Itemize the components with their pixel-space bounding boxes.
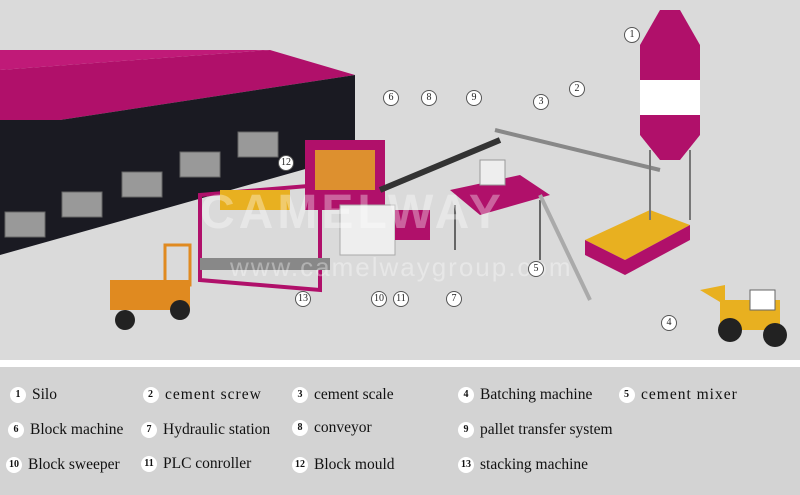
legend-item: 7 Hydraulic station [141,421,270,439]
callout-7: 7 [446,291,462,307]
callout-10: 10 [371,291,387,307]
wheel-loader [700,285,787,347]
legend-item: 1 Silo [10,386,57,404]
legend-number: 13 [458,457,474,473]
legend-item: 10 Block sweeper [6,456,120,474]
legend-number: 12 [292,457,308,473]
legend-label: cement screw [165,386,262,403]
callout-12: 12 [278,155,294,171]
callout-4: 4 [661,315,677,331]
legend-item: 12 Block mould [292,456,395,474]
legend-label: pallet transfer system [480,421,613,438]
forklift [110,243,192,330]
watermark-url: www.camelwaygroup.com [230,252,573,282]
callout-3: 3 [533,94,549,110]
legend-number: 7 [141,422,157,438]
production-line-illustration: CAMELWAY www.camelwaygroup.com 1 2 3 4 5… [0,0,800,360]
legend-number: 2 [143,387,159,403]
cement-mixer [450,159,550,260]
cement-screw [494,128,661,172]
legend: 1 Silo 2 cement screw 3 cement scale 4 Batch… [0,367,800,495]
legend-item: 5 cement mixer [619,386,738,404]
legend-label: Silo [32,386,57,403]
legend-number: 3 [292,387,308,403]
legend-label: Hydraulic station [163,421,271,438]
legend-item: 6 Block machine [8,421,123,439]
legend-number: 6 [8,422,24,438]
legend-label: stacking machine [480,456,589,473]
batching-machine [538,194,690,301]
callout-13: 13 [295,291,311,307]
watermark-brand: CAMELWAY [200,186,505,239]
legend-item: 13 stacking machine [458,456,588,474]
silo [640,10,700,220]
legend-label: Batching machine [480,386,593,403]
legend-item: 11 PLC conroller [141,455,251,473]
block-pallets [4,131,279,238]
callout-8: 8 [421,90,437,106]
legend-item: 2 cement screw [143,386,262,404]
conveyor [378,137,502,193]
legend-label: Block sweeper [28,456,120,473]
legend-number: 10 [6,457,22,473]
legend-label: PLC conroller [163,455,252,472]
legend-number: 5 [619,387,635,403]
block-machine [305,140,430,256]
legend-label: Block mould [314,456,395,473]
callout-5: 5 [528,261,544,277]
legend-number: 8 [292,420,308,436]
stacking-machine [198,182,330,293]
callout-1: 1 [624,27,640,43]
legend-item: 3 cement scale [292,386,394,404]
legend-label: cement scale [314,386,394,403]
legend-item: 4 Batching machine [458,386,592,404]
callout-11: 11 [393,291,409,307]
legend-number: 1 [10,387,26,403]
callout-9: 9 [466,90,482,106]
legend-number: 9 [458,422,474,438]
legend-item: 8 conveyor [292,419,372,437]
callout-2: 2 [569,81,585,97]
legend-label: conveyor [314,419,372,436]
legend-item: 9 pallet transfer system [458,421,613,439]
callout-6: 6 [383,90,399,106]
legend-label: Block machine [30,421,124,438]
legend-number: 4 [458,387,474,403]
legend-label: cement mixer [641,386,738,403]
legend-number: 11 [141,456,157,472]
